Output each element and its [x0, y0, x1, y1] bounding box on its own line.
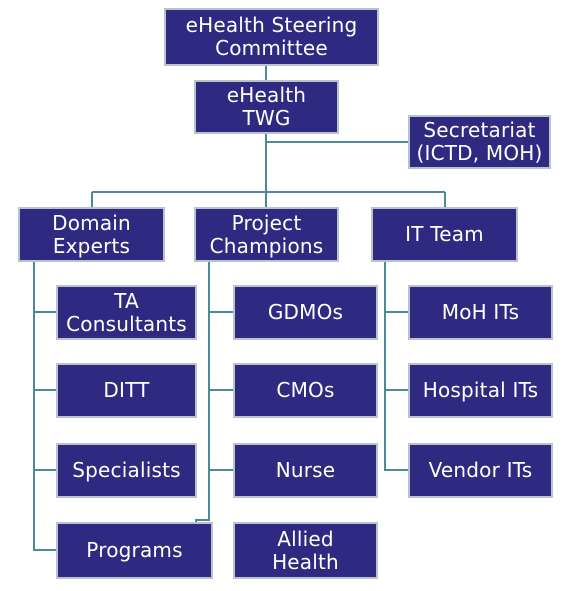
nurse-box: Nurse [233, 443, 378, 498]
moh-its-box: MoH ITs [408, 285, 553, 340]
steering-committee-label: eHealth Steering Committee [185, 13, 358, 60]
vendor-its-box: Vendor ITs [408, 443, 553, 498]
specialists-label: Specialists [72, 458, 181, 482]
moh-its-label: MoH ITs [441, 300, 520, 324]
steering-committee-box: eHealth Steering Committee [164, 8, 379, 66]
cmos-box: CMOs [233, 363, 378, 418]
vendor-its-label: Vendor ITs [428, 458, 533, 482]
gdmos-label: GDMOs [267, 300, 344, 324]
connector-champion-children [195, 262, 233, 550]
connector-twg-secretariat [265, 134, 408, 143]
programs-label: Programs [86, 538, 183, 562]
ta-consultants-label: TA Consultants [66, 288, 187, 336]
ditt-box: DITT [56, 363, 197, 418]
secretariat-box: Secretariat (ICTD, MOH) [408, 115, 551, 169]
twg-label: eHealth TWG [226, 83, 307, 130]
connector-twg-branches [91, 134, 446, 207]
connector-domain-children [33, 262, 56, 551]
hospital-its-box: Hospital ITs [408, 363, 553, 418]
ditt-label: DITT [103, 378, 150, 402]
connector-it-children [384, 262, 408, 471]
domain-experts-box: Domain Experts [18, 207, 165, 262]
secretariat-label: Secretariat (ICTD, MOH) [416, 118, 543, 165]
project-champions-box: Project Champions [194, 207, 339, 262]
it-team-label: IT Team [405, 222, 484, 246]
hospital-its-label: Hospital ITs [422, 378, 539, 402]
it-team-box: IT Team [371, 207, 518, 262]
domain-experts-label: Domain Experts [52, 210, 131, 258]
twg-box: eHealth TWG [194, 80, 339, 134]
project-champions-label: Project Champions [209, 210, 324, 258]
allied-health-box: Allied Health [233, 522, 378, 579]
ta-consultants-box: TA Consultants [56, 285, 197, 340]
allied-health-label: Allied Health [272, 526, 339, 574]
specialists-box: Specialists [56, 443, 197, 498]
gdmos-box: GDMOs [233, 285, 378, 340]
programs-box: Programs [56, 522, 213, 579]
nurse-label: Nurse [275, 458, 336, 482]
cmos-label: CMOs [276, 378, 335, 402]
